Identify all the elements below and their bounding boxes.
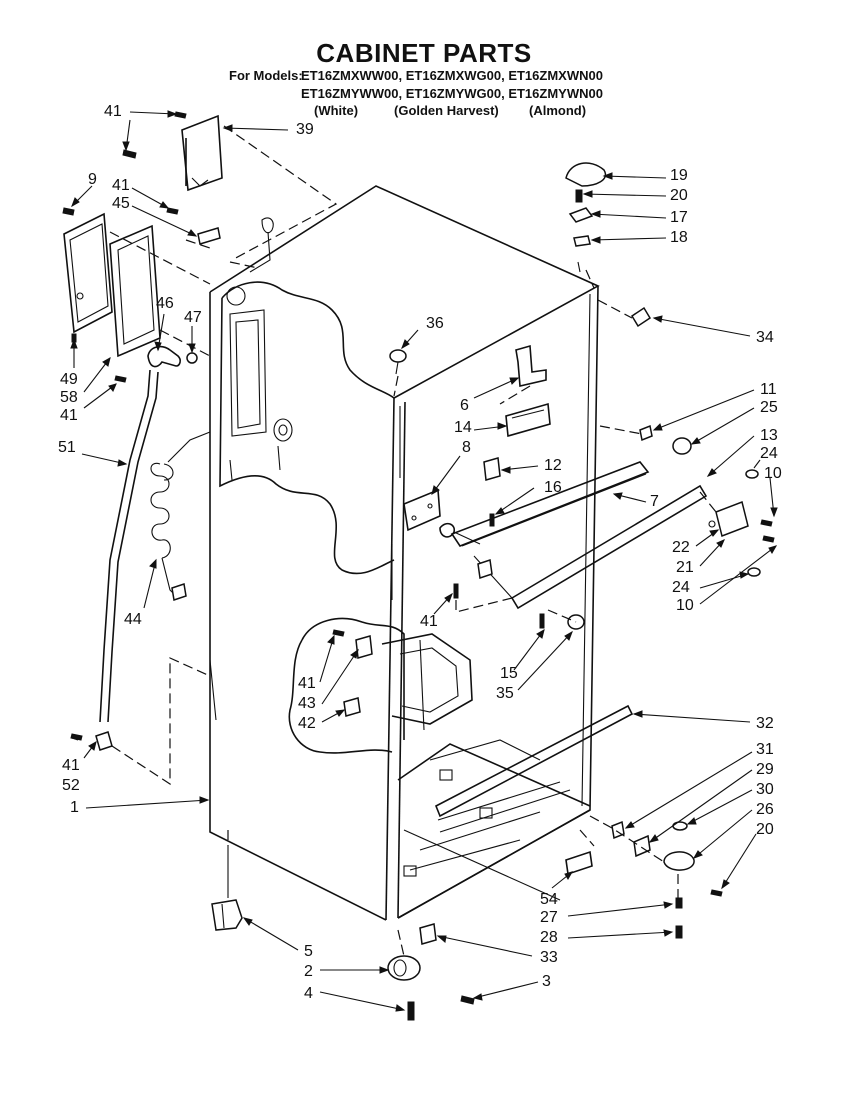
part-15-35: [453, 583, 585, 630]
callout-29: 29: [756, 761, 774, 778]
callout-4: 4: [304, 985, 313, 1002]
callout-10: 10: [676, 597, 694, 614]
callout-33: 33: [540, 949, 558, 966]
callout-12: 12: [544, 457, 562, 474]
part-42-43: [332, 629, 373, 717]
callout-20: 20: [756, 821, 774, 838]
callout-13: 13: [760, 427, 778, 444]
callout-26: 26: [756, 801, 774, 818]
callout-58: 58: [60, 389, 78, 406]
callout-43: 43: [298, 695, 316, 712]
callout-52: 52: [62, 777, 80, 794]
part-33: [419, 923, 437, 945]
callout-41: 41: [298, 675, 316, 692]
callout-28: 28: [540, 929, 558, 946]
part-45: [166, 207, 274, 273]
callout-24: 24: [672, 579, 690, 596]
callout-31: 31: [756, 741, 774, 758]
callout-14: 14: [454, 419, 472, 436]
callout-27: 27: [540, 909, 558, 926]
part-8-plate: [403, 488, 441, 532]
callout-1: 1: [70, 799, 79, 816]
part-11-25: [639, 424, 692, 455]
callout-41: 41: [420, 613, 438, 630]
callout-9: 9: [88, 171, 97, 188]
callout-10: 10: [764, 465, 782, 482]
top-hinge-parts: [565, 162, 607, 273]
part-36-plug: [389, 349, 407, 375]
callout-19: 19: [670, 167, 688, 184]
callout-36: 36: [426, 315, 444, 332]
part-44-cord: [150, 431, 211, 601]
callout-11: 11: [760, 381, 777, 398]
cabinet-outline: [209, 185, 634, 921]
screw-41-top: [122, 111, 187, 159]
models-prefix: For Models:: [229, 68, 303, 83]
callout-41: 41: [104, 103, 122, 120]
callout-24: 24: [760, 445, 778, 462]
callout-49: 49: [60, 371, 78, 388]
callout-44: 44: [124, 611, 142, 628]
callout-5: 5: [304, 943, 313, 960]
part-54-plate: [565, 850, 593, 876]
callout-18: 18: [670, 229, 688, 246]
callout-30: 30: [756, 781, 774, 798]
callout-54: 54: [540, 891, 558, 908]
callout-15: 15: [500, 665, 518, 682]
callout-41: 41: [112, 177, 130, 194]
callout-20: 20: [670, 187, 688, 204]
callout-35: 35: [496, 685, 514, 702]
callout-25: 25: [760, 399, 778, 416]
models-row-1: ET16ZMXWW00, ET16ZMXWG00, ET16ZMXWN00: [301, 68, 603, 83]
callout-51: 51: [58, 439, 76, 456]
callout-22: 22: [672, 539, 690, 556]
page-title: CABINET PARTS: [316, 38, 532, 68]
part-58-gasket: [109, 224, 161, 358]
callout-32: 32: [756, 715, 774, 732]
callout-7: 7: [650, 493, 659, 510]
bottom-right-parts: [611, 820, 723, 939]
part-34: [630, 306, 652, 328]
models-row-2: ET16ZMYWW00, ET16ZMYWG00, ET16ZMYWN00: [301, 86, 603, 101]
callout-6: 6: [460, 397, 469, 414]
part-12-16: [483, 457, 501, 527]
callout-16: 16: [544, 479, 562, 496]
color-white: (White): [314, 103, 359, 118]
callout-34: 34: [756, 329, 774, 346]
right-hinge-parts: [708, 469, 775, 577]
callout-41: 41: [60, 407, 78, 424]
callout-17: 17: [670, 209, 688, 226]
part-6-bracket: [505, 344, 551, 438]
part-5-foot: [211, 846, 243, 931]
part-39-cover: [181, 114, 223, 192]
callout-39: 39: [296, 121, 314, 138]
callout-45: 45: [112, 195, 130, 212]
color-almond: (Almond): [529, 103, 587, 118]
part-9-49-panel: [62, 207, 113, 343]
callout-21: 21: [676, 559, 694, 576]
assembly-lines: [109, 125, 717, 957]
callout-41: 41: [62, 757, 80, 774]
cabinet-rails: [439, 461, 708, 610]
callout-2: 2: [304, 963, 313, 980]
part-51-tube: [99, 369, 159, 723]
part-2-roller: [387, 955, 475, 1021]
callout-46: 46: [156, 295, 174, 312]
part-52: [70, 731, 113, 751]
callout-3: 3: [542, 973, 551, 990]
color-golden-harvest: (Golden Harvest): [394, 103, 499, 118]
callout-42: 42: [298, 715, 316, 732]
leader-lines: [70, 110, 778, 1012]
callout-8: 8: [462, 439, 471, 456]
callout-47: 47: [184, 309, 202, 326]
